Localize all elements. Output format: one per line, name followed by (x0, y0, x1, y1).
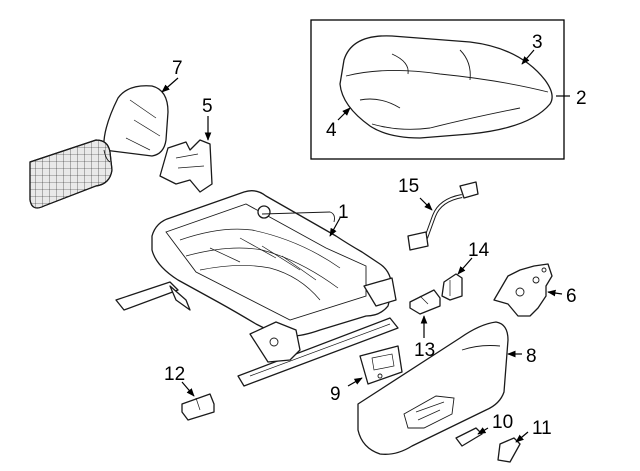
leader-4 (337, 107, 351, 121)
side-bracket (159, 139, 213, 193)
clip (441, 273, 463, 301)
callout-12: 12 (164, 364, 185, 385)
leader-14 (457, 257, 473, 275)
callout-6: 6 (566, 286, 577, 307)
cover-cap (181, 393, 215, 421)
callout-10: 10 (492, 412, 513, 433)
callout-14: 14 (468, 240, 490, 261)
callout-11: 11 (532, 418, 552, 439)
track-cover (409, 289, 441, 315)
callout-1: 1 (338, 202, 349, 223)
side-shield (357, 321, 509, 455)
leader-12 (181, 381, 195, 397)
wire-harness (407, 181, 479, 251)
seat-switch (359, 345, 403, 385)
leader-7 (161, 77, 179, 93)
callout-15: 15 (398, 176, 419, 197)
leader-15 (419, 197, 433, 211)
leader-10 (477, 427, 489, 435)
callout-2: 2 (576, 88, 587, 109)
knob-small (455, 427, 483, 447)
knob-large (497, 437, 521, 463)
callout-8: 8 (526, 346, 537, 367)
leader-1 (329, 217, 341, 237)
callout-labels: 1 2 3 4 5 6 7 8 9 10 11 12 13 14 15 (164, 32, 587, 439)
callout-4: 4 (326, 120, 337, 141)
leader-11 (515, 431, 529, 443)
leader-9 (347, 377, 363, 387)
callout-13: 13 (414, 340, 435, 361)
leader-6 (547, 289, 563, 297)
cushion-inset-frame (310, 19, 565, 160)
callout-3: 3 (532, 32, 543, 53)
leader-3 (521, 49, 535, 65)
leader-lines (161, 49, 570, 443)
seat-frame-assembly (115, 190, 399, 387)
seatback-pad (29, 85, 169, 209)
callout-9: 9 (330, 384, 341, 405)
callout-5: 5 (202, 96, 213, 117)
seat-cushion-pad (339, 35, 553, 139)
recliner-bracket (493, 263, 553, 317)
callout-7: 7 (172, 58, 183, 79)
